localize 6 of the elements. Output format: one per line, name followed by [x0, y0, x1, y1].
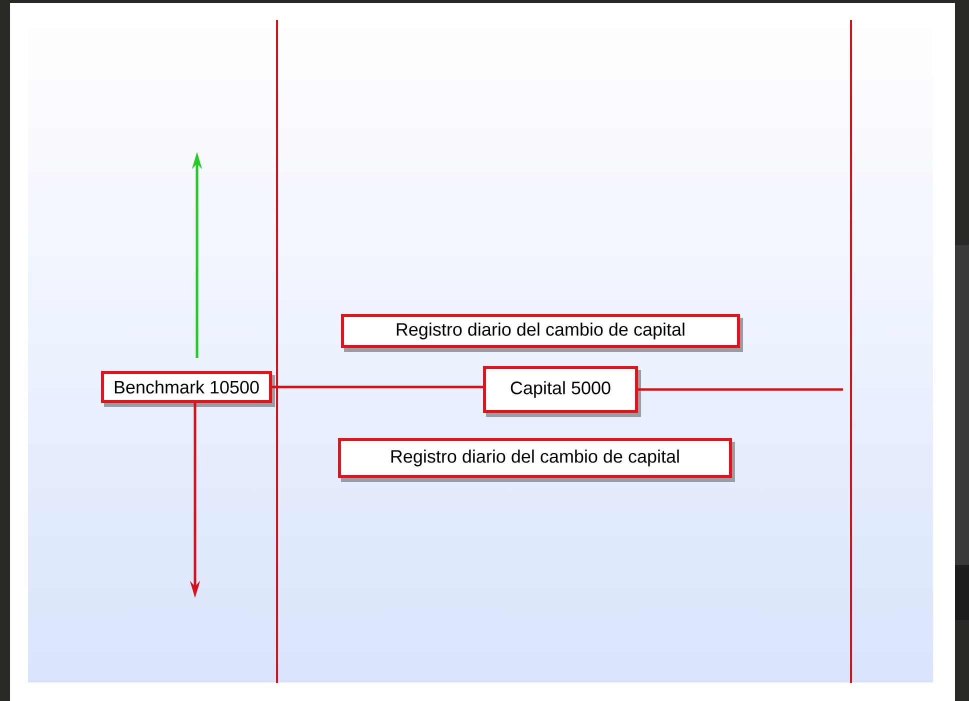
connector-line — [638, 388, 843, 391]
label-box: Registro diario del cambio de capital — [338, 438, 735, 482]
label-box: Benchmark 10500 — [101, 370, 275, 407]
connector-line — [272, 386, 483, 388]
label-box: Registro diario del cambio de capital — [341, 314, 743, 352]
label-box: Capital 5000 — [483, 366, 641, 417]
